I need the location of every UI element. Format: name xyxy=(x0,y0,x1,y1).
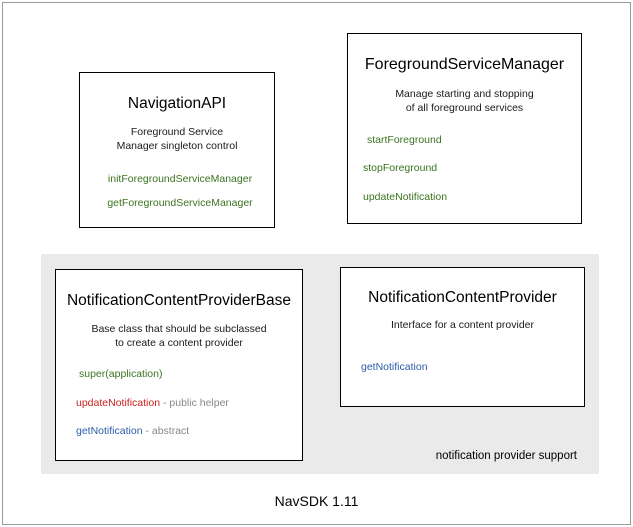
class-member[interactable]: updateNotification xyxy=(363,191,581,204)
class-description-line: of all foreground services xyxy=(405,101,524,114)
class-description-navigation-api: Foreground Service Manager singleton con… xyxy=(80,126,274,154)
class-title-notification-content-provider-base: NotificationContentProviderBase xyxy=(66,292,291,309)
class-member[interactable]: updateNotification - public helper xyxy=(76,397,302,410)
class-member[interactable]: startForeground xyxy=(363,134,581,147)
class-title-foreground-service-manager: ForegroundServiceManager xyxy=(364,56,565,73)
class-description-line: Base class that should be subclassed xyxy=(91,323,267,336)
class-member-name: initForegroundServiceManager xyxy=(107,173,253,185)
class-box-navigation-api[interactable]: NavigationAPI Foreground Service Manager… xyxy=(79,72,275,228)
class-box-notification-content-provider[interactable]: NotificationContentProvider Interface fo… xyxy=(340,267,585,407)
class-description-line: Manage starting and stopping xyxy=(395,87,534,100)
class-member-name: getNotification xyxy=(361,361,428,374)
class-member[interactable]: initForegroundServiceManager xyxy=(86,173,274,186)
class-description-line: Manager singleton control xyxy=(116,140,238,153)
class-members-foreground-service-manager: startForeground stopForeground updateNot… xyxy=(348,134,581,204)
class-description-line: to create a content provider xyxy=(115,337,243,350)
class-box-foreground-service-manager[interactable]: ForegroundServiceManager Manage starting… xyxy=(347,33,582,224)
class-members-navigation-api: initForegroundServiceManager getForegrou… xyxy=(80,173,274,209)
class-member[interactable]: getForegroundServiceManager xyxy=(86,197,274,210)
class-member-name: updateNotification xyxy=(363,190,448,203)
class-description-notification-content-provider: Interface for a content provider xyxy=(341,319,584,333)
class-member-name: startForeground xyxy=(367,133,442,146)
class-member-note: - abstract xyxy=(142,425,190,438)
class-member-name: super(application) xyxy=(79,368,163,380)
class-member-name: updateNotification xyxy=(76,396,161,409)
class-member-name: getForegroundServiceManager xyxy=(107,196,253,209)
class-member[interactable]: getNotification xyxy=(361,361,584,374)
group-region-label: notification provider support xyxy=(435,450,577,462)
class-members-notification-content-provider: getNotification xyxy=(341,361,584,374)
class-description-line: Interface for a content provider xyxy=(391,319,534,332)
class-member[interactable]: stopForeground xyxy=(363,162,581,175)
class-member[interactable]: super(application) xyxy=(76,368,302,381)
class-description-notification-content-provider-base: Base class that should be subclassed to … xyxy=(56,323,302,351)
footer-caption: NavSDK 1.11 xyxy=(274,493,359,509)
class-box-notification-content-provider-base[interactable]: NotificationContentProviderBase Base cla… xyxy=(55,269,303,461)
class-member-name: getNotification xyxy=(76,425,143,438)
class-members-notification-content-provider-base: super(application) updateNotification - … xyxy=(56,368,302,438)
class-member-name: stopForeground xyxy=(363,162,438,175)
class-description-foreground-service-manager: Manage starting and stopping of all fore… xyxy=(348,88,581,116)
class-title-notification-content-provider: NotificationContentProvider xyxy=(368,289,557,306)
class-description-line: Foreground Service xyxy=(130,126,224,139)
class-title-navigation-api: NavigationAPI xyxy=(127,95,227,112)
class-member-note: - public helper xyxy=(160,396,229,409)
class-member[interactable]: getNotification - abstract xyxy=(76,425,302,438)
